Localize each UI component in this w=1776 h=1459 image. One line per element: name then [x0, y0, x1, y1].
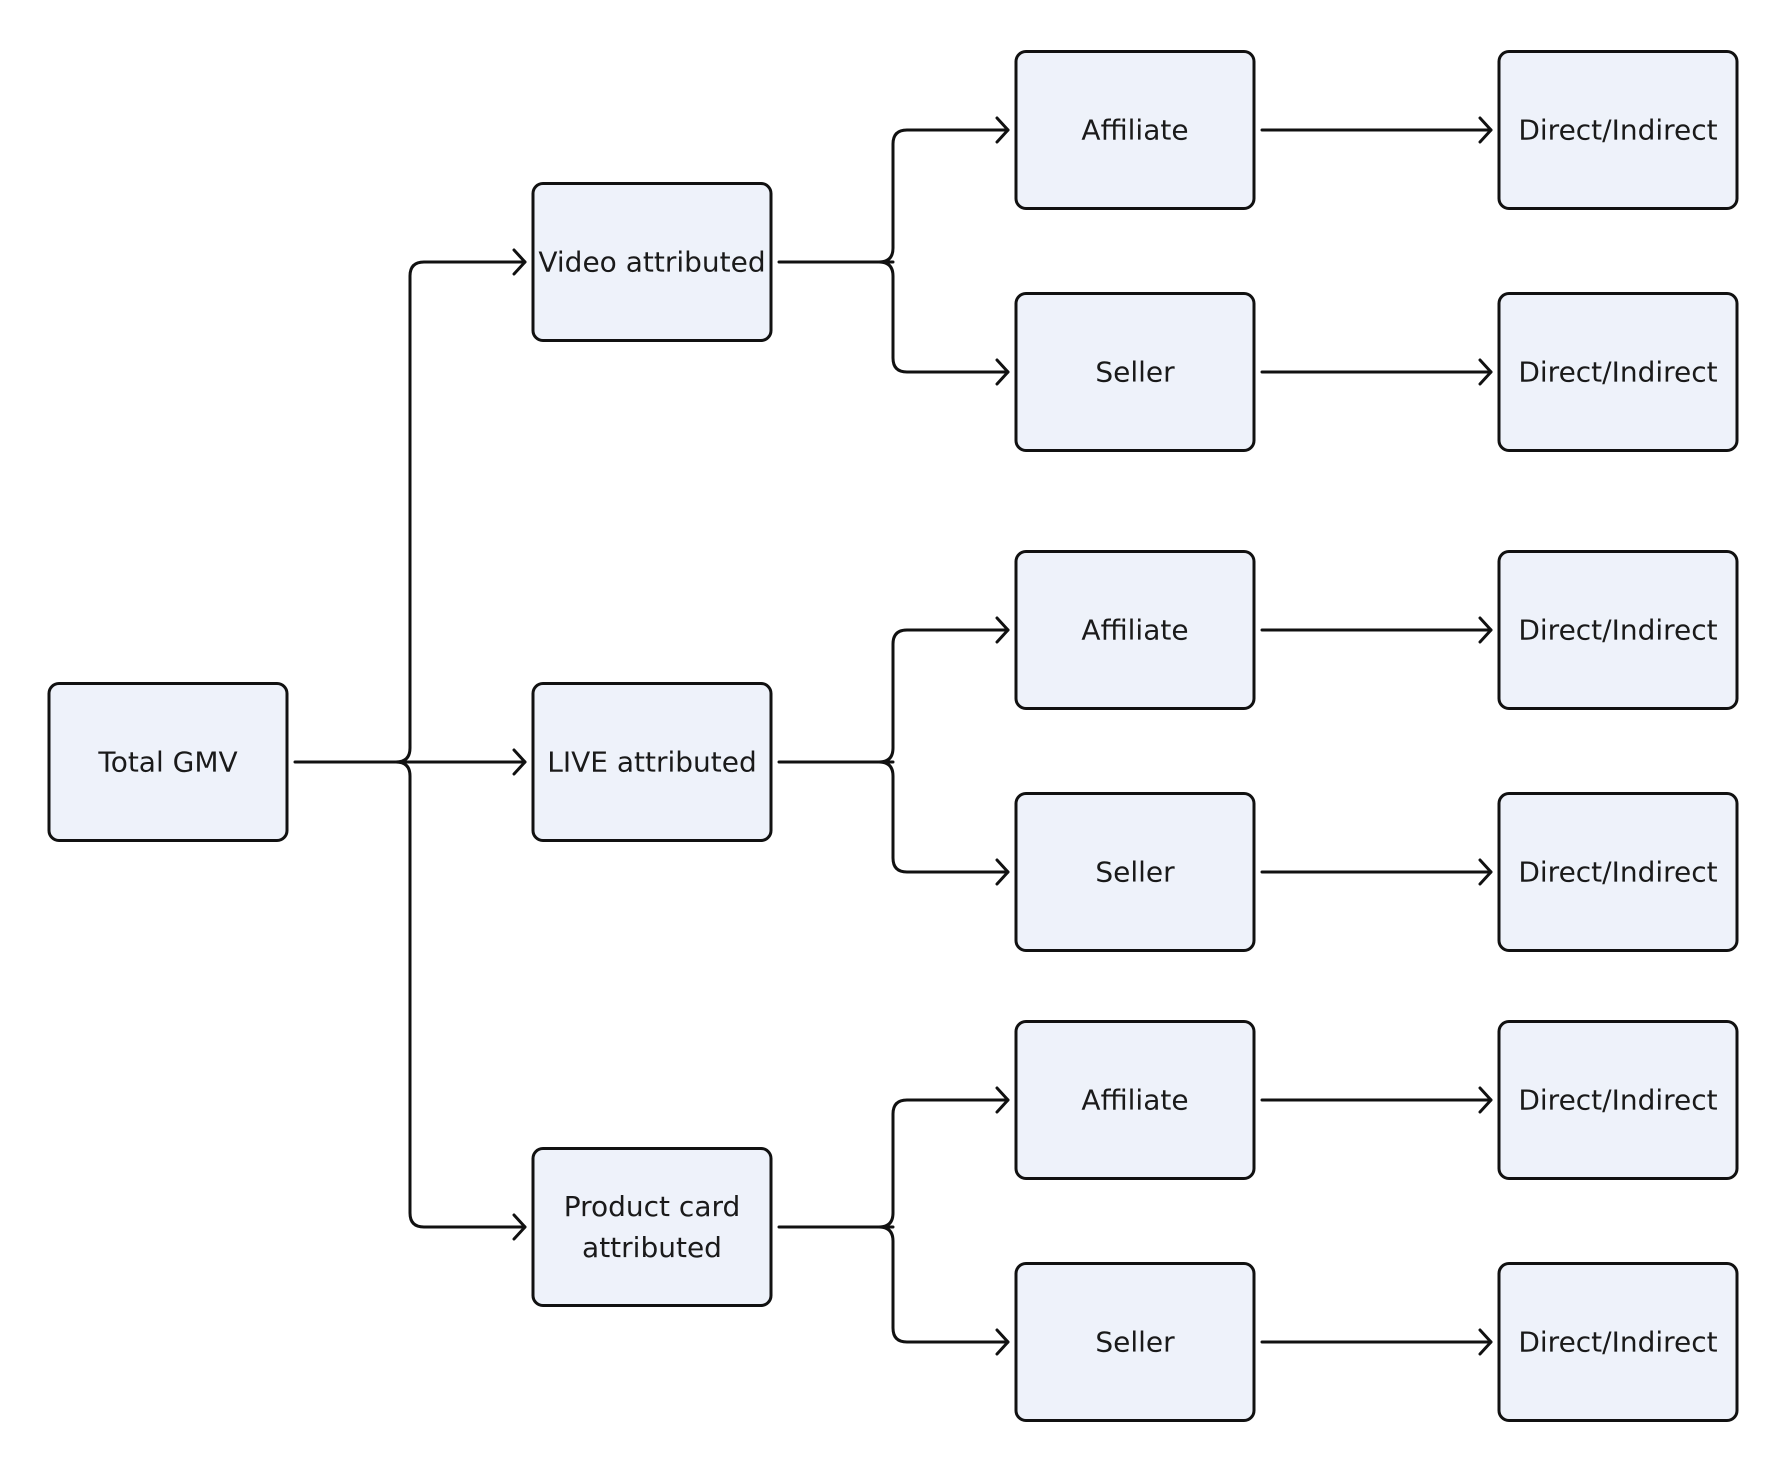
- node-direct-indirect-0-0-label: Direct/Indirect: [1518, 114, 1717, 147]
- connector-branch-2-branch-1: [877, 1225, 1010, 1344]
- node-direct-indirect-2-1-label: Direct/Indirect: [1518, 1326, 1717, 1359]
- connector-branch-0-arrowhead-0: [995, 116, 1010, 144]
- node-direct-indirect-2-1: Direct/Indirect: [1497, 1262, 1739, 1422]
- node-seller-1-1-box: [1014, 792, 1256, 952]
- connector-leaf-arrowhead-0-1: [1478, 358, 1493, 386]
- node-direct-indirect-0-0-box: [1497, 50, 1739, 210]
- node-seller-2-1: Seller: [1014, 1262, 1256, 1422]
- node-affiliate-0-0-label: Affiliate: [1081, 114, 1188, 147]
- node-seller-0-1-label: Seller: [1095, 356, 1175, 389]
- node-total-gmv: Total GMV: [47, 682, 289, 842]
- connector-leaf-arrowhead-0-0: [1478, 116, 1493, 144]
- connector-leaf-arrowhead-2-1: [1478, 1328, 1493, 1356]
- connector-branch-2-branch-0: [877, 1098, 1010, 1229]
- node-total-gmv-box: [47, 682, 289, 842]
- node-seller-1-1-label: Seller: [1095, 856, 1175, 889]
- node-direct-indirect-1-0: Direct/Indirect: [1497, 550, 1739, 710]
- node-direct-indirect-1-1: Direct/Indirect: [1497, 792, 1739, 952]
- connector-root-arrowhead-0: [512, 248, 527, 276]
- node-affiliate-2-0-box: [1014, 1020, 1256, 1180]
- node-branch-0-box: [531, 182, 773, 342]
- node-direct-indirect-1-0-box: [1497, 550, 1739, 710]
- node-affiliate-1-0-label: Affiliate: [1081, 614, 1188, 647]
- node-branch-2-box: [531, 1147, 773, 1307]
- node-direct-indirect-1-0-label: Direct/Indirect: [1518, 614, 1717, 647]
- node-branch-1-box: [531, 682, 773, 842]
- connector-root-arrowhead-1: [512, 748, 527, 776]
- connector-branch-2-arrowhead-0: [995, 1086, 1010, 1114]
- node-affiliate-0-0-box: [1014, 50, 1256, 210]
- node-direct-indirect-2-0-box: [1497, 1020, 1739, 1180]
- node-direct-indirect-0-0: Direct/Indirect: [1497, 50, 1739, 210]
- connector-leaf-arrowhead-1-1: [1478, 858, 1493, 886]
- node-affiliate-2-0-label: Affiliate: [1081, 1084, 1188, 1117]
- node-branch-0: Video attributed: [531, 182, 773, 342]
- connector-branch-2-arrowhead-1: [995, 1328, 1010, 1356]
- node-direct-indirect-1-1-box: [1497, 792, 1739, 952]
- node-total-gmv-label: Total GMV: [97, 746, 237, 779]
- node-direct-indirect-0-1-box: [1497, 292, 1739, 452]
- node-branch-0-label: Video attributed: [538, 246, 765, 279]
- node-direct-indirect-0-1: Direct/Indirect: [1497, 292, 1739, 452]
- node-branch-2-label: attributed: [582, 1231, 722, 1264]
- node-direct-indirect-2-0-label: Direct/Indirect: [1518, 1084, 1717, 1117]
- node-seller-2-1-label: Seller: [1095, 1326, 1175, 1359]
- node-direct-indirect-2-1-box: [1497, 1262, 1739, 1422]
- node-seller-0-1: Seller: [1014, 292, 1256, 452]
- node-branch-1-label: LIVE attributed: [547, 746, 757, 779]
- connector-branch-0-branch-0: [877, 128, 1010, 264]
- connector-branch-0-arrowhead-1: [995, 358, 1010, 386]
- connector-layer: [293, 116, 1493, 1356]
- node-direct-indirect-1-1-label: Direct/Indirect: [1518, 856, 1717, 889]
- connector-branch-1-arrowhead-0: [995, 616, 1010, 644]
- connector-branch-1-branch-1: [877, 760, 1010, 874]
- node-seller-0-1-box: [1014, 292, 1256, 452]
- node-direct-indirect-0-1-label: Direct/Indirect: [1518, 356, 1717, 389]
- node-affiliate-1-0-box: [1014, 550, 1256, 710]
- connector-root-branch-2: [394, 760, 527, 1229]
- node-branch-2-label: Product card: [564, 1190, 741, 1223]
- connector-branch-1-arrowhead-1: [995, 858, 1010, 886]
- connector-root-branch-0: [394, 260, 527, 764]
- node-branch-2: Product card attributed: [531, 1147, 773, 1307]
- node-branch-1: LIVE attributed: [531, 682, 773, 842]
- node-affiliate-0-0: Affiliate: [1014, 50, 1256, 210]
- node-direct-indirect-2-0: Direct/Indirect: [1497, 1020, 1739, 1180]
- connector-branch-0-branch-1: [877, 260, 1010, 374]
- node-affiliate-1-0: Affiliate: [1014, 550, 1256, 710]
- node-seller-1-1: Seller: [1014, 792, 1256, 952]
- connector-leaf-arrowhead-1-0: [1478, 616, 1493, 644]
- connector-root-arrowhead-2: [512, 1213, 527, 1241]
- node-seller-2-1-box: [1014, 1262, 1256, 1422]
- node-affiliate-2-0: Affiliate: [1014, 1020, 1256, 1180]
- connector-leaf-arrowhead-2-0: [1478, 1086, 1493, 1114]
- connector-branch-1-branch-0: [877, 628, 1010, 764]
